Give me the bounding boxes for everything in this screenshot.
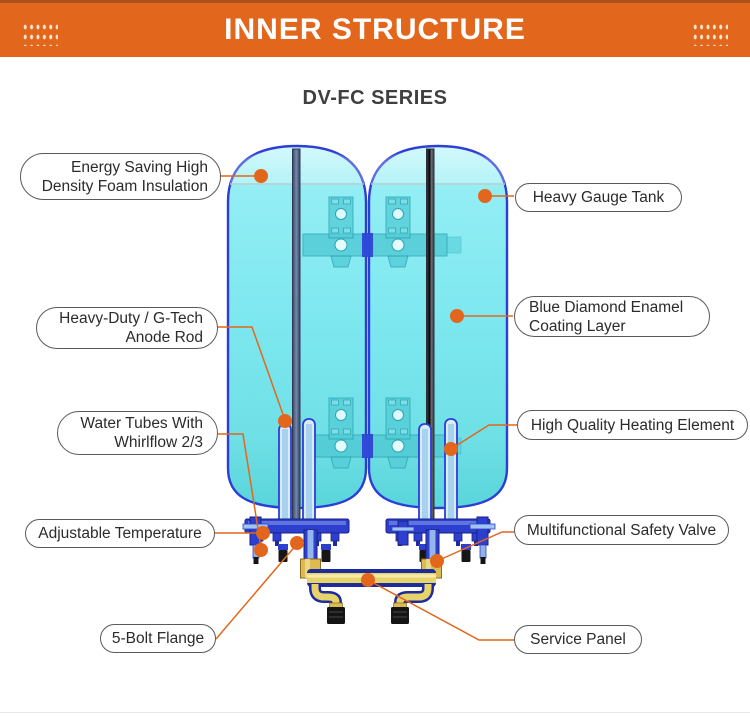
callout-safety-valve: Multifunctional Safety Valve	[514, 515, 729, 545]
callout-adjustable-temperature: Adjustable Temperature	[25, 519, 215, 548]
bottom-divider	[0, 712, 750, 713]
callout-label: Density Foam Insulation	[41, 177, 208, 195]
service-manifold-pipe	[300, 529, 442, 607]
callout-enamel-coating: Blue Diamond Enamel Coating Layer	[514, 296, 710, 337]
page-title: INNER STRUCTURE	[224, 13, 526, 46]
leader-lines	[214, 175, 517, 641]
dots-pattern-left-icon	[21, 20, 58, 46]
callout-anode-rod: Heavy-Duty / G-Tech Anode Rod	[36, 307, 218, 349]
drain-caps	[327, 602, 409, 624]
callout-water-tubes: Water Tubes With Whirlflow 2/3	[57, 411, 218, 455]
callout-five-bolt-flange: 5-Bolt Flange	[100, 624, 216, 653]
callout-label: Heavy-Duty / G-Tech	[59, 310, 203, 327]
callout-label: Heavy Gauge Tank	[532, 189, 665, 206]
series-subtitle: DV-FC SERIES	[302, 87, 448, 109]
callout-heavy-gauge-tank: Heavy Gauge Tank	[515, 183, 682, 212]
callout-label: 5-Bolt Flange	[111, 630, 205, 647]
water-tubes	[278, 418, 458, 533]
dots-pattern-right-icon	[691, 20, 728, 46]
callout-dots	[254, 169, 492, 587]
callout-heating-element: High Quality Heating Element	[517, 410, 748, 440]
flange-assembly-right	[385, 516, 496, 564]
callout-label: Water Tubes With	[80, 415, 203, 432]
callout-label: Adjustable Temperature	[38, 525, 202, 542]
callout-label: High Quality Heating Element	[530, 416, 735, 434]
callout-label: Anode Rod	[125, 329, 203, 346]
callout-label: Whirlflow 2/3	[114, 434, 203, 451]
callout-label: Blue Diamond Enamel	[529, 298, 684, 316]
callout-foam-insulation: Energy Saving High Density Foam Insulati…	[20, 153, 221, 200]
callout-label: Energy Saving High	[71, 158, 208, 176]
callout-label: Coating Layer	[529, 317, 626, 335]
callout-service-panel: Service Panel	[514, 625, 642, 654]
header-banner: INNER STRUCTURE	[0, 0, 750, 57]
anode-rod	[292, 148, 301, 534]
callout-label: Service Panel	[530, 631, 626, 648]
callout-label: Multifunctional Safety Valve	[526, 521, 717, 539]
